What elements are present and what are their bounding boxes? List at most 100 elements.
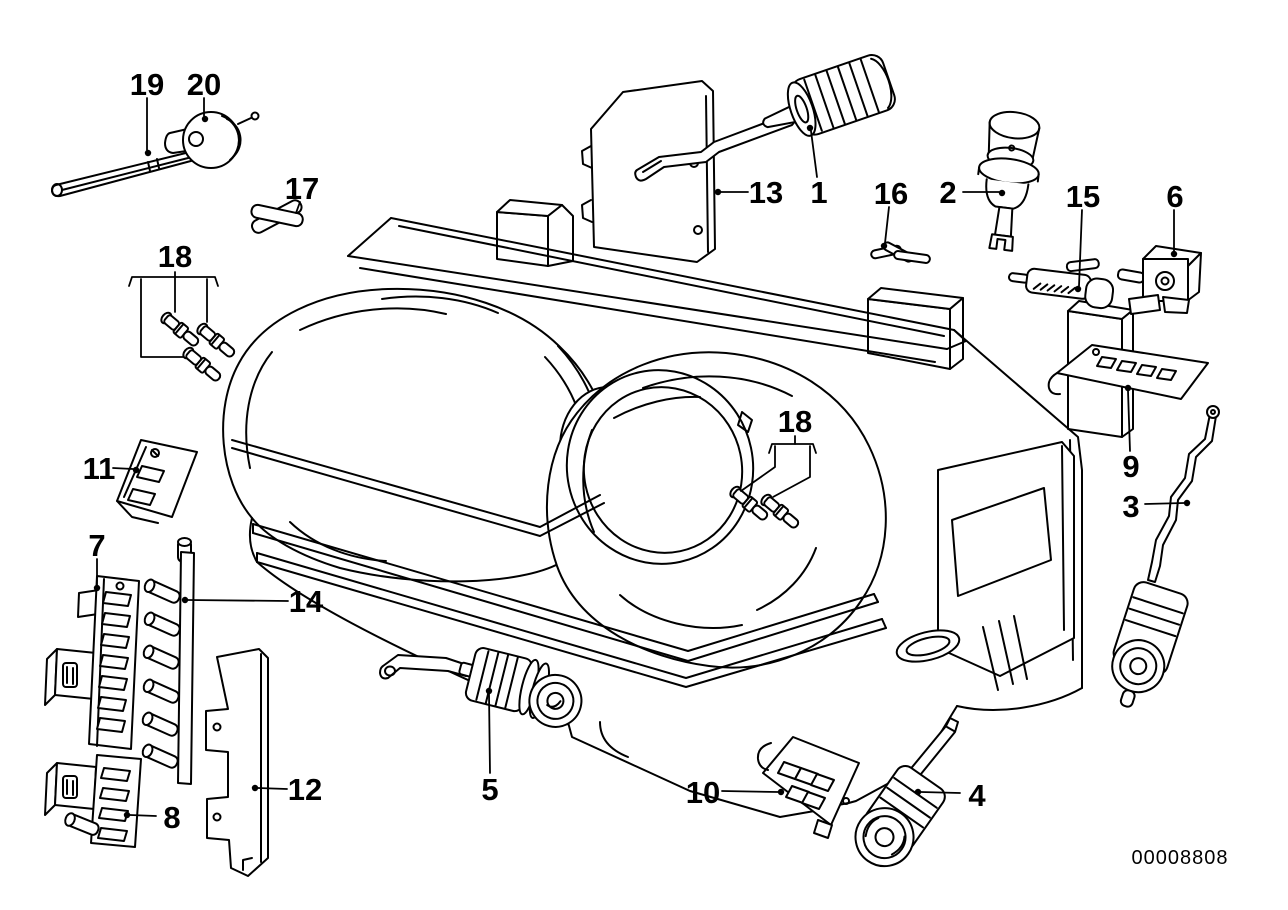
part-number-label: 8 [163, 800, 180, 835]
part-number-label: 13 [749, 175, 783, 210]
part-number-label: 4 [968, 778, 986, 813]
part-4-actuator-with-rod [854, 717, 959, 868]
leader-line [884, 206, 890, 244]
leader-line [920, 791, 961, 794]
leader-dot [998, 189, 1006, 197]
part-14-pin-rail [141, 537, 195, 785]
part-15-valve-cylinder [1007, 258, 1115, 310]
part-number-label: 14 [289, 584, 324, 619]
callout-10[interactable]: 10 [686, 775, 785, 810]
part-number-label: 10 [686, 775, 720, 810]
part-10-louver-plate [756, 736, 860, 839]
part-18-screws-left [160, 311, 236, 382]
callout-18[interactable]: 18 [740, 404, 817, 498]
part-11-louver-plate [116, 439, 198, 524]
leader-line [129, 814, 157, 817]
bracket-line [128, 276, 219, 287]
leader-dot [1074, 285, 1082, 293]
leader-line [187, 599, 289, 602]
heater-blower-unit [222, 199, 1134, 818]
callout-18[interactable]: 18 [128, 239, 219, 358]
callout-11[interactable]: 11 [83, 451, 140, 486]
part-16-pins [870, 241, 931, 264]
leader-line [295, 201, 301, 214]
callout-6[interactable]: 6 [1166, 179, 1184, 258]
callout-13[interactable]: 13 [714, 175, 783, 210]
callout-layer: 19 20 17 18 13 1 16 2 15 6 9 3 18 11 7 14 12 8 5 10 4 [83, 67, 1191, 835]
leader-dot [485, 687, 493, 695]
leader-dot [201, 115, 209, 123]
callout-9[interactable]: 9 [1122, 384, 1140, 484]
part-12-bracket-plate [205, 648, 269, 877]
part-number-label: 20 [187, 67, 221, 102]
part-number-label: 11 [83, 451, 116, 486]
leader-line [810, 130, 818, 178]
callout-15[interactable]: 15 [1066, 179, 1100, 293]
callout-2[interactable]: 2 [939, 175, 1006, 210]
part-17-clip [250, 199, 304, 234]
part-7-louver-strip [44, 575, 140, 750]
part-number-label: 15 [1066, 179, 1100, 214]
leader-dot [914, 788, 922, 796]
callout-1[interactable]: 1 [806, 124, 828, 210]
callout-7[interactable]: 7 [88, 528, 106, 592]
callout-19[interactable]: 19 [130, 67, 164, 157]
part-number-label: 16 [874, 176, 908, 211]
leader-line [1127, 390, 1131, 452]
part-number-label: 18 [778, 404, 812, 439]
part-number-label: 7 [88, 528, 105, 563]
callout-8[interactable]: 8 [123, 800, 181, 835]
leader-dot [806, 124, 814, 132]
part-6-changeover-valve [1116, 245, 1202, 315]
part-20-vacuum-actuator [164, 111, 260, 169]
leader-dot [181, 596, 189, 604]
leader-line [721, 790, 779, 793]
part-1-vacuum-actuator [762, 53, 896, 137]
callout-17[interactable]: 17 [285, 171, 319, 214]
part-3-actuator-with-rod [1111, 405, 1220, 708]
part-number-label: 19 [130, 67, 164, 102]
leader-line [140, 278, 184, 358]
leader-line [112, 467, 134, 470]
leader-dot [93, 584, 101, 592]
part-number-label: 17 [285, 171, 319, 206]
callout-20[interactable]: 20 [187, 67, 221, 123]
leader-dot [132, 466, 140, 474]
leader-dot [880, 242, 888, 250]
part-18-screws-right [729, 485, 800, 529]
callout-3[interactable]: 3 [1122, 489, 1191, 524]
leader-line [1144, 502, 1185, 505]
callout-14[interactable]: 14 [181, 584, 324, 619]
part-number-label: 5 [481, 772, 498, 807]
leader-line [740, 445, 776, 492]
part-number-label: 12 [288, 772, 322, 807]
callout-16[interactable]: 16 [874, 176, 908, 250]
part-number-label: 2 [939, 175, 956, 210]
leader-dot [714, 188, 722, 196]
part-number-label: 3 [1122, 489, 1139, 524]
callout-5[interactable]: 5 [481, 687, 499, 807]
leader-dot [777, 788, 785, 796]
callout-12[interactable]: 12 [251, 772, 322, 807]
part-19-pull-rod [51, 148, 207, 198]
part-number-label: 9 [1122, 449, 1139, 484]
part-2-vacuum-valve [977, 110, 1041, 252]
part-number-label: 1 [810, 175, 827, 210]
part-5-actuator-with-lever [379, 647, 583, 728]
part-number-label: 6 [1166, 179, 1183, 214]
leader-line [772, 445, 811, 498]
leader-dot [1170, 250, 1178, 258]
image-id: 00008808 [1132, 847, 1229, 869]
callout-4[interactable]: 4 [914, 778, 987, 813]
leader-dot [123, 811, 131, 819]
leader-dot [251, 784, 259, 792]
leader-dot [144, 149, 152, 157]
part-9-louver-plate [1047, 344, 1209, 400]
leader-line [488, 693, 491, 774]
leader-line [1078, 209, 1083, 287]
part-number-label: 18 [158, 239, 192, 274]
part-8-louver-strip [44, 754, 142, 848]
leader-dot [1124, 384, 1132, 392]
